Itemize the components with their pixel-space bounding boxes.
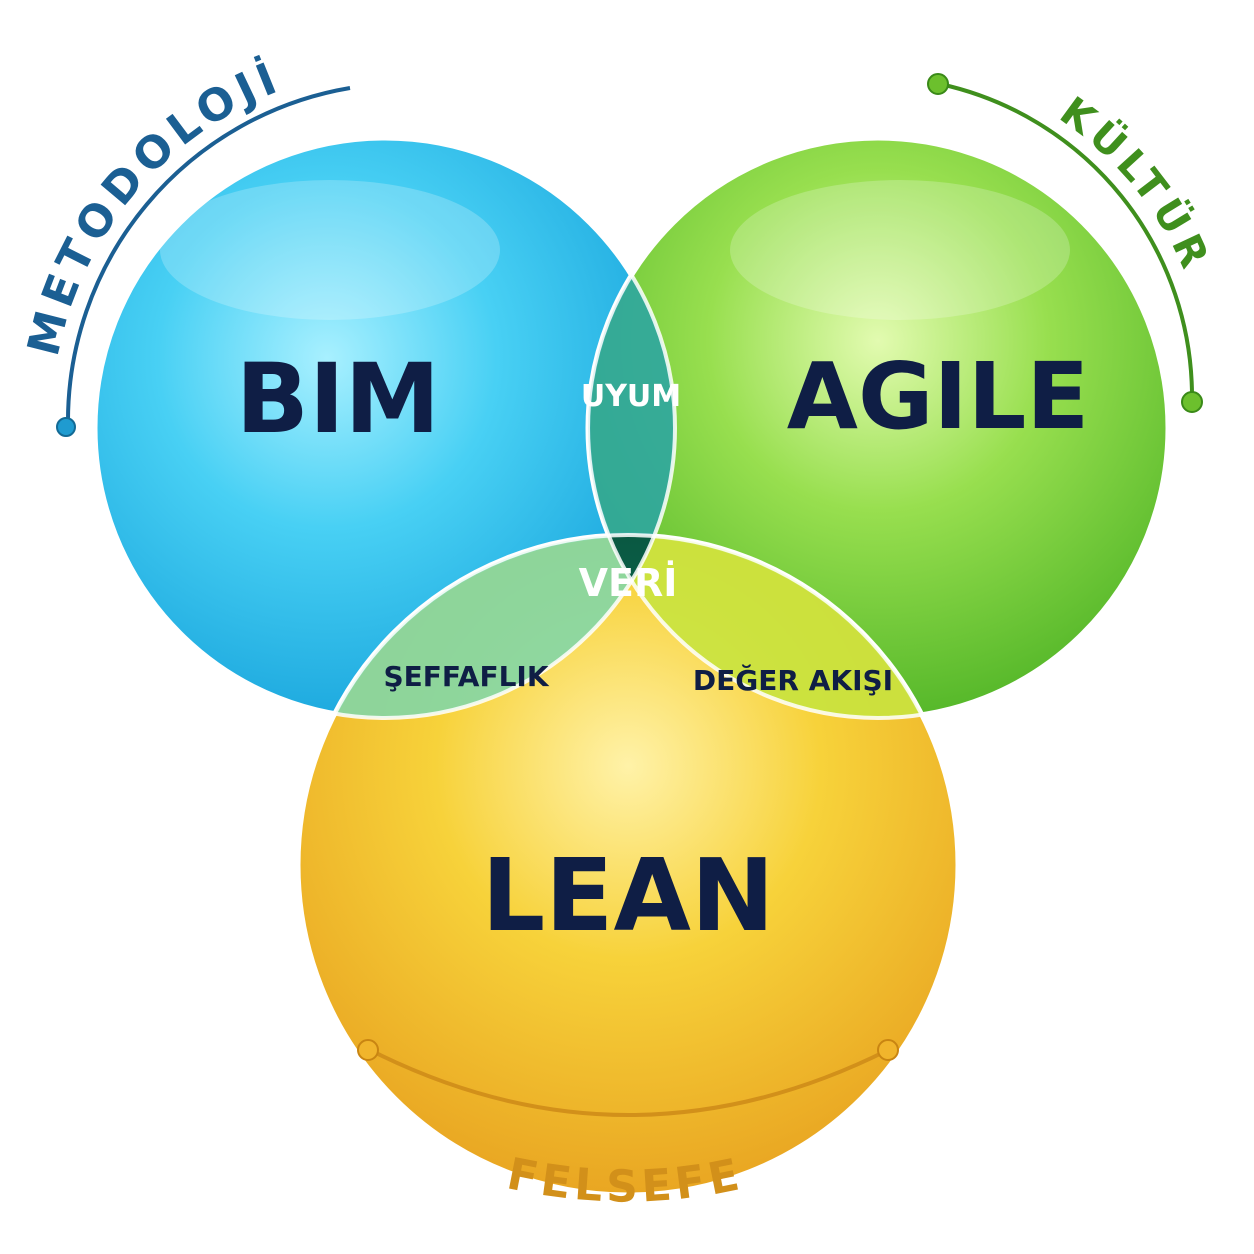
felsefe-arc-dot-right-icon	[877, 1039, 899, 1061]
seffaflik-label: ŞEFFAFLIK	[383, 660, 549, 693]
metodoloji-arc-dot-icon	[56, 417, 76, 437]
metodoloji-arc	[65, 86, 351, 426]
deger-akisi-label: DEĞER AKIŞI	[693, 663, 893, 697]
lean-label: LEAN	[481, 837, 774, 954]
agile-lean-overlap	[588, 535, 958, 718]
kultur-arc-dot-top-icon	[927, 73, 949, 95]
uyum-label: UYUM	[581, 379, 681, 414]
felsefe-arc	[369, 1048, 889, 1117]
kultur-arc-dot-bottom-icon	[1181, 391, 1203, 413]
veri-label: VERİ	[579, 561, 678, 605]
bim-lean-overlap	[298, 535, 675, 718]
felsefe-arc-dot-left-icon	[357, 1039, 379, 1061]
agile-label: AGILE	[787, 343, 1089, 450]
bim-label: BIM	[236, 343, 440, 455]
kultur-arc	[939, 82, 1195, 399]
